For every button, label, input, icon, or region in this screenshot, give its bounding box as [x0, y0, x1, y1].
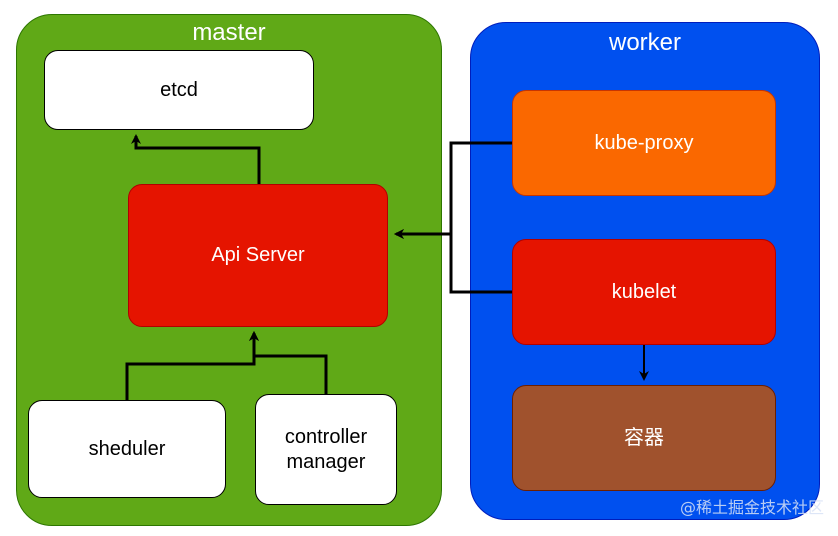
sheduler-node[interactable]: sheduler	[28, 400, 226, 498]
kubelet-node[interactable]: kubelet	[512, 239, 776, 345]
worker-group-title: worker	[608, 29, 681, 56]
kube-proxy-node[interactable]: kube-proxy	[512, 90, 776, 196]
etcd-node[interactable]: etcd	[44, 50, 314, 130]
api-server-node[interactable]: Api Server	[128, 184, 388, 327]
controller-manager-node[interactable]: controller manager	[255, 394, 397, 505]
watermark: @稀土掘金技术社区	[679, 498, 824, 517]
master-group-title: master	[192, 19, 266, 46]
container-node[interactable]: 容器	[512, 385, 776, 491]
